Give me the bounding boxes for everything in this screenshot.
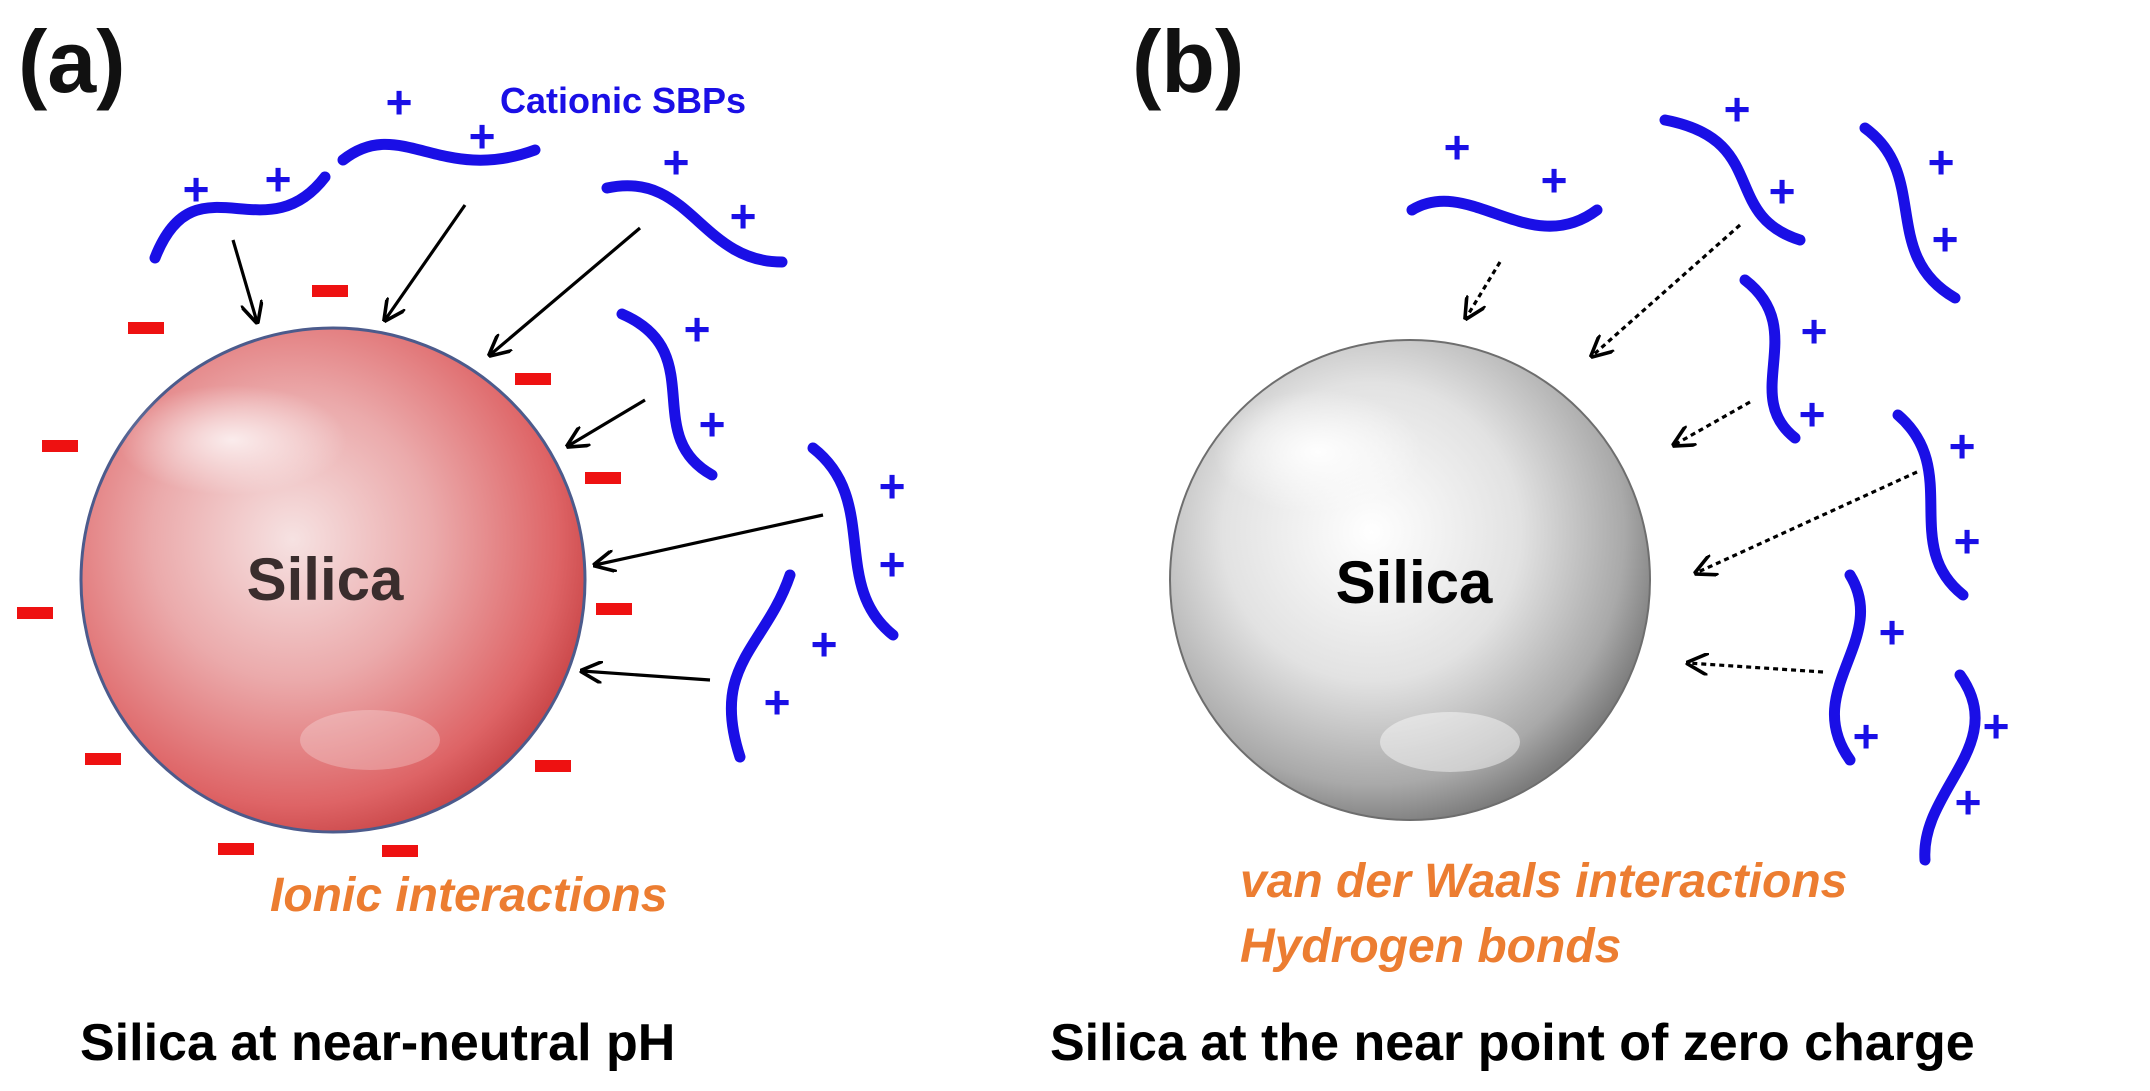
arrow bbox=[1674, 400, 1751, 445]
sbp-chain bbox=[807, 442, 899, 641]
plus-sign: + bbox=[1955, 776, 1982, 828]
ionic-interactions-label: Ionic interactions bbox=[270, 869, 667, 922]
minus-sign bbox=[42, 440, 78, 452]
vdw-interactions-label: van der Waals interactions bbox=[1240, 855, 1847, 908]
plus-sign: + bbox=[1724, 83, 1751, 135]
ionic-arrows bbox=[231, 204, 824, 680]
panel-a-letter: (a) bbox=[18, 12, 126, 111]
panel-b-letter: (b) bbox=[1132, 12, 1244, 111]
silica-label-a: Silica bbox=[247, 546, 404, 613]
plus-sign: + bbox=[1444, 121, 1471, 173]
plus-sign: + bbox=[265, 153, 292, 205]
arrow bbox=[1688, 663, 1824, 672]
plus-sign: + bbox=[663, 136, 690, 188]
sbp-chain bbox=[149, 171, 331, 264]
sbp-chains-b bbox=[1406, 114, 1981, 866]
minus-sign bbox=[382, 845, 418, 857]
sbp-chain bbox=[337, 138, 541, 166]
plus-sign: + bbox=[1541, 154, 1568, 206]
caption-a: Silica at near-neutral pH bbox=[80, 1014, 675, 1072]
plus-sign: + bbox=[1983, 700, 2010, 752]
silica-particle-b bbox=[1169, 339, 1651, 821]
positive-charges-b: + + + + + + + + + + + + + + bbox=[1444, 83, 2010, 828]
plus-sign: + bbox=[764, 676, 791, 728]
minus-sign bbox=[218, 843, 254, 855]
minus-sign bbox=[17, 607, 53, 619]
plus-sign: + bbox=[1879, 606, 1906, 658]
arrow bbox=[582, 671, 711, 680]
caption-b: Silica at the near point of zero charge bbox=[1050, 1014, 1975, 1072]
sbp-chain bbox=[616, 308, 718, 481]
plus-sign: + bbox=[183, 163, 210, 215]
plus-sign: + bbox=[1799, 388, 1826, 440]
plus-sign: + bbox=[469, 110, 496, 162]
sbp-chain bbox=[1406, 195, 1603, 232]
plus-sign: + bbox=[879, 460, 906, 512]
arrow bbox=[1696, 470, 1918, 573]
panel-b: (b) Silica + + + bbox=[1050, 12, 2009, 1072]
minus-sign bbox=[535, 760, 571, 772]
minus-sign bbox=[312, 285, 348, 297]
sbp-chain bbox=[1739, 274, 1801, 444]
arrow bbox=[231, 239, 257, 322]
hydrogen-bonds-label: Hydrogen bonds bbox=[1240, 920, 1621, 973]
plus-sign: + bbox=[1932, 213, 1959, 265]
plus-sign: + bbox=[1853, 710, 1880, 762]
minus-sign bbox=[85, 753, 121, 765]
sbp-chain bbox=[725, 569, 796, 763]
plus-sign: + bbox=[879, 538, 906, 590]
dotted-arrows bbox=[1466, 223, 1918, 672]
arrow bbox=[490, 226, 642, 355]
plus-sign: + bbox=[1801, 305, 1828, 357]
plus-sign: + bbox=[1954, 515, 1981, 567]
sbp-chain bbox=[601, 180, 788, 268]
sbp-chain bbox=[1659, 114, 1806, 246]
sbp-chains-a bbox=[149, 138, 899, 763]
arrow bbox=[1592, 223, 1742, 356]
plus-sign: + bbox=[730, 190, 757, 242]
sbp-chain bbox=[1919, 669, 1981, 866]
panel-a: (a) Silica Cationic SBPs + bbox=[17, 12, 905, 1072]
plus-sign: + bbox=[684, 303, 711, 355]
plus-sign: + bbox=[811, 618, 838, 670]
arrow bbox=[1466, 261, 1502, 318]
silica-label-b: Silica bbox=[1336, 549, 1493, 616]
plus-sign: + bbox=[1928, 136, 1955, 188]
sbp-chain bbox=[1892, 409, 1969, 601]
plus-sign: + bbox=[386, 76, 413, 128]
plus-sign: + bbox=[1949, 420, 1976, 472]
negative-charges-a bbox=[17, 285, 632, 857]
minus-sign bbox=[596, 603, 632, 615]
minus-sign bbox=[585, 472, 621, 484]
arrow bbox=[385, 204, 467, 320]
cationic-sbps-label: Cationic SBPs bbox=[500, 80, 746, 121]
arrow bbox=[568, 398, 646, 446]
minus-sign bbox=[515, 373, 551, 385]
positive-charges-a: + + + + + + + + + + + + bbox=[183, 76, 906, 728]
sbp-chain bbox=[1828, 569, 1867, 766]
silica-particle-a bbox=[79, 326, 587, 834]
plus-sign: + bbox=[1769, 165, 1796, 217]
minus-sign bbox=[128, 322, 164, 334]
arrow bbox=[595, 513, 824, 565]
sbp-chain bbox=[1859, 122, 1961, 304]
plus-sign: + bbox=[699, 398, 726, 450]
